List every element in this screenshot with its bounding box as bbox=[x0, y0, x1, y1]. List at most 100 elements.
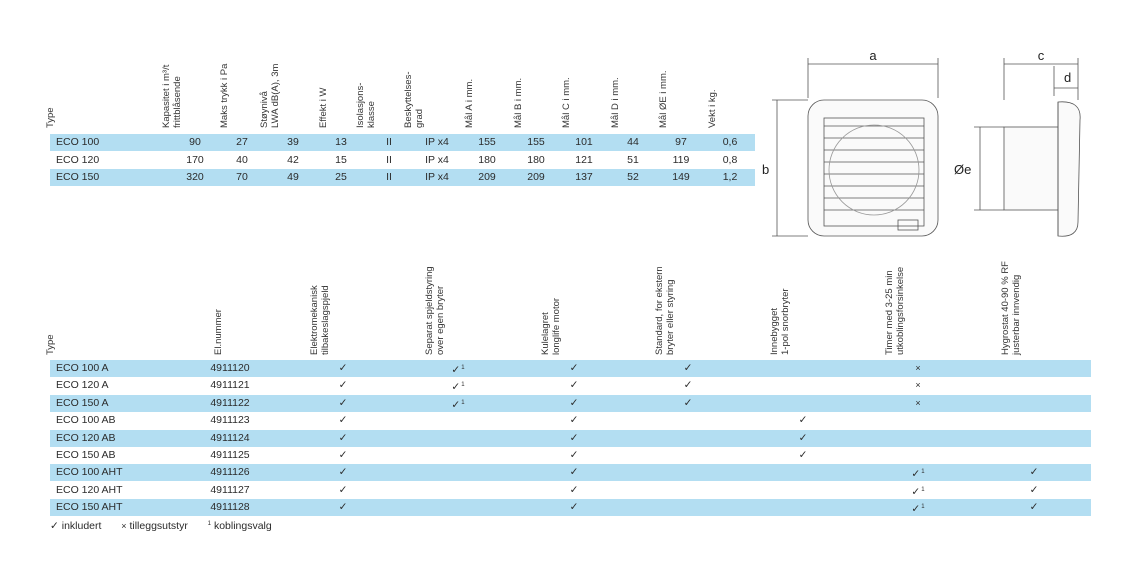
check-icon: ✓ bbox=[569, 396, 579, 409]
check-icon: ✓ bbox=[338, 396, 348, 409]
models-header-label: Timer med 3-25 min utkoblingsforsinkelse bbox=[884, 266, 906, 355]
models-header-label: Kulelagret longlife motor bbox=[540, 297, 562, 355]
models-mark-cell bbox=[1016, 377, 1052, 394]
el-number-cell: 4911122 bbox=[210, 396, 250, 409]
specs-value-cell: 320 bbox=[186, 171, 204, 183]
models-type-cell: ECO 150 AHT bbox=[56, 501, 123, 514]
specs-value-cell: 121 bbox=[575, 153, 593, 166]
models-mark-cell bbox=[440, 499, 476, 516]
models-mark-cell: ✓ bbox=[325, 395, 361, 412]
specs-value-cell: II bbox=[386, 171, 392, 183]
models-header-label: El.nummer bbox=[213, 309, 224, 355]
specs-value-cell: 180 bbox=[527, 153, 545, 166]
check-icon: ✓ bbox=[911, 485, 921, 498]
specs-header-label: Kapasitet i m³/t frittblåsende bbox=[161, 64, 183, 128]
specs-value-cell: 101 bbox=[575, 136, 593, 148]
check-icon: ✓ bbox=[569, 483, 579, 496]
models-mark-cell: ✓ bbox=[556, 464, 592, 481]
models-mark-cell: ✓ bbox=[670, 377, 706, 394]
models-mark-cell: ✓ bbox=[556, 412, 592, 429]
models-type-cell: ECO 100 AHT bbox=[56, 466, 123, 479]
check-icon: ✓ bbox=[569, 501, 579, 514]
models-mark-cell bbox=[1016, 430, 1052, 447]
models-mark-cell: ✓1 bbox=[900, 499, 936, 516]
specs-value-cell: 40 bbox=[236, 153, 248, 166]
models-type-cell: ECO 150 A bbox=[56, 396, 109, 409]
models-mark-cell: ✓ bbox=[325, 430, 361, 447]
models-mark-cell bbox=[785, 499, 821, 516]
cross-icon: × bbox=[121, 521, 127, 531]
specs-value-cell: 13 bbox=[335, 136, 347, 148]
specs-value-cell: IP x4 bbox=[425, 171, 449, 183]
check-icon: ✓ bbox=[451, 398, 461, 411]
specs-value-cell: 15 bbox=[335, 153, 347, 166]
check-icon: ✓ bbox=[911, 468, 921, 481]
models-mark-cell bbox=[440, 464, 476, 481]
specs-header-label: Mål ØE i mm. bbox=[658, 70, 669, 128]
models-mark-cell: ✓ bbox=[556, 360, 592, 377]
models-mark-cell: ✓ bbox=[556, 447, 592, 464]
footnote-marker: 1 bbox=[461, 382, 465, 389]
check-icon: ✓ bbox=[683, 396, 693, 409]
check-icon: ✓ bbox=[338, 483, 348, 496]
models-mark-cell: ✓ bbox=[1016, 482, 1052, 499]
check-icon: ✓ bbox=[683, 362, 693, 374]
check-icon: ✓ bbox=[911, 503, 921, 516]
models-mark-cell: ✓ bbox=[325, 360, 361, 377]
models-mark-cell: ✓ bbox=[556, 377, 592, 394]
models-mark-cell bbox=[785, 377, 821, 394]
specs-type-cell: ECO 120 bbox=[56, 153, 100, 166]
el-number-cell: 4911120 bbox=[210, 362, 250, 374]
models-mark-cell bbox=[1016, 360, 1052, 377]
check-icon: ✓ bbox=[1029, 483, 1039, 496]
specs-header-label: Effekt i W bbox=[318, 87, 329, 128]
models-mark-cell: ✓ bbox=[670, 360, 706, 377]
cross-icon: × bbox=[915, 397, 921, 408]
models-mark-cell: × bbox=[900, 360, 936, 377]
specs-value-cell: 1,2 bbox=[722, 171, 738, 183]
specs-value-cell: 209 bbox=[527, 171, 545, 183]
models-mark-cell bbox=[670, 430, 706, 447]
el-number-cell: 4911124 bbox=[210, 431, 250, 444]
models-mark-cell: ✓ bbox=[325, 447, 361, 464]
check-icon: ✓ bbox=[338, 362, 348, 374]
models-mark-cell: ✓ bbox=[325, 499, 361, 516]
el-number-cell: 4911128 bbox=[210, 501, 250, 514]
dimension-a-label: a bbox=[869, 48, 877, 63]
specs-value-cell: 70 bbox=[236, 171, 248, 183]
legend-included: inkludert bbox=[61, 520, 102, 532]
dimension-e-label: Øe bbox=[954, 162, 971, 177]
specs-value-cell: 97 bbox=[675, 136, 687, 148]
specs-type-cell: ECO 150 bbox=[56, 171, 100, 183]
models-mark-cell bbox=[785, 482, 821, 499]
models-mark-cell: ✓ bbox=[325, 482, 361, 499]
models-mark-cell: ✓ bbox=[325, 412, 361, 429]
footnote-marker: 1 bbox=[921, 504, 925, 511]
models-mark-cell bbox=[1016, 447, 1052, 464]
el-number-cell: 4911127 bbox=[210, 483, 250, 496]
models-mark-cell bbox=[1016, 395, 1052, 412]
specs-value-cell: 90 bbox=[189, 136, 201, 148]
specs-value-cell: IP x4 bbox=[425, 136, 449, 148]
models-mark-cell bbox=[440, 412, 476, 429]
specs-value-cell: 49 bbox=[287, 171, 299, 183]
models-mark-cell: ✓1 bbox=[900, 464, 936, 481]
specs-header-label: Type bbox=[45, 107, 56, 128]
specs-value-cell: 52 bbox=[627, 171, 639, 183]
models-mark-cell bbox=[785, 464, 821, 481]
models-mark-cell: ✓ bbox=[556, 430, 592, 447]
specs-value-cell: 44 bbox=[627, 136, 639, 148]
specs-value-cell: 137 bbox=[575, 171, 593, 183]
models-mark-cell bbox=[670, 464, 706, 481]
models-mark-cell: ✓1 bbox=[440, 377, 476, 394]
check-icon: ✓ bbox=[683, 379, 693, 392]
models-mark-cell: ✓ bbox=[1016, 499, 1052, 516]
check-icon: ✓ bbox=[451, 364, 461, 376]
models-mark-cell: ✓ bbox=[556, 482, 592, 499]
specs-header-label: Støynivå LWA dB(A), 3m bbox=[259, 63, 281, 128]
